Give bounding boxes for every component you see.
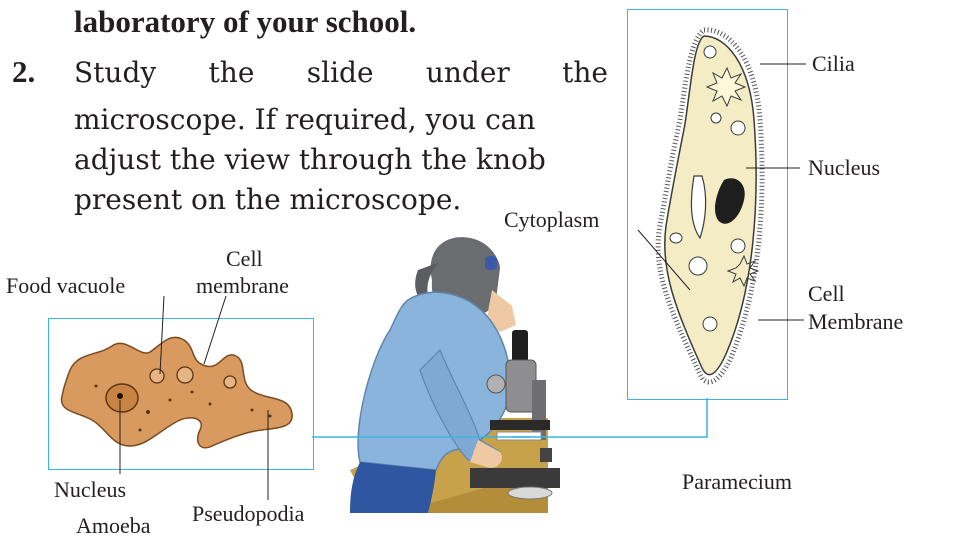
paramecium-label-membrane: Membrane — [808, 310, 903, 334]
paramecium-label-cytoplasm: Cytoplasm — [504, 208, 599, 232]
paramecium-caption: Paramecium — [682, 470, 792, 494]
amoeba-label-cell: Cell — [226, 247, 263, 271]
amoeba-label-nucleus: Nucleus — [54, 478, 126, 502]
amoeba-label-pseudopodia: Pseudopodia — [192, 502, 304, 526]
amoeba-label-membrane: membrane — [196, 274, 289, 298]
amoeba-body — [61, 337, 292, 447]
paramecium-label-cell: Cell — [808, 282, 845, 306]
student-microscope-scene — [350, 237, 560, 513]
paramecium-label-cilia: Cilia — [812, 52, 855, 76]
paramecium-drawing — [638, 30, 806, 382]
food-vacuole — [150, 369, 164, 383]
jeans — [350, 462, 436, 513]
amoeba-drawing — [61, 296, 292, 500]
amoeba-caption: Amoeba — [76, 514, 151, 538]
paramecium-label-nucleus: Nucleus — [808, 156, 880, 180]
amoeba-label-food-vacuole: Food vacuole — [6, 274, 125, 298]
